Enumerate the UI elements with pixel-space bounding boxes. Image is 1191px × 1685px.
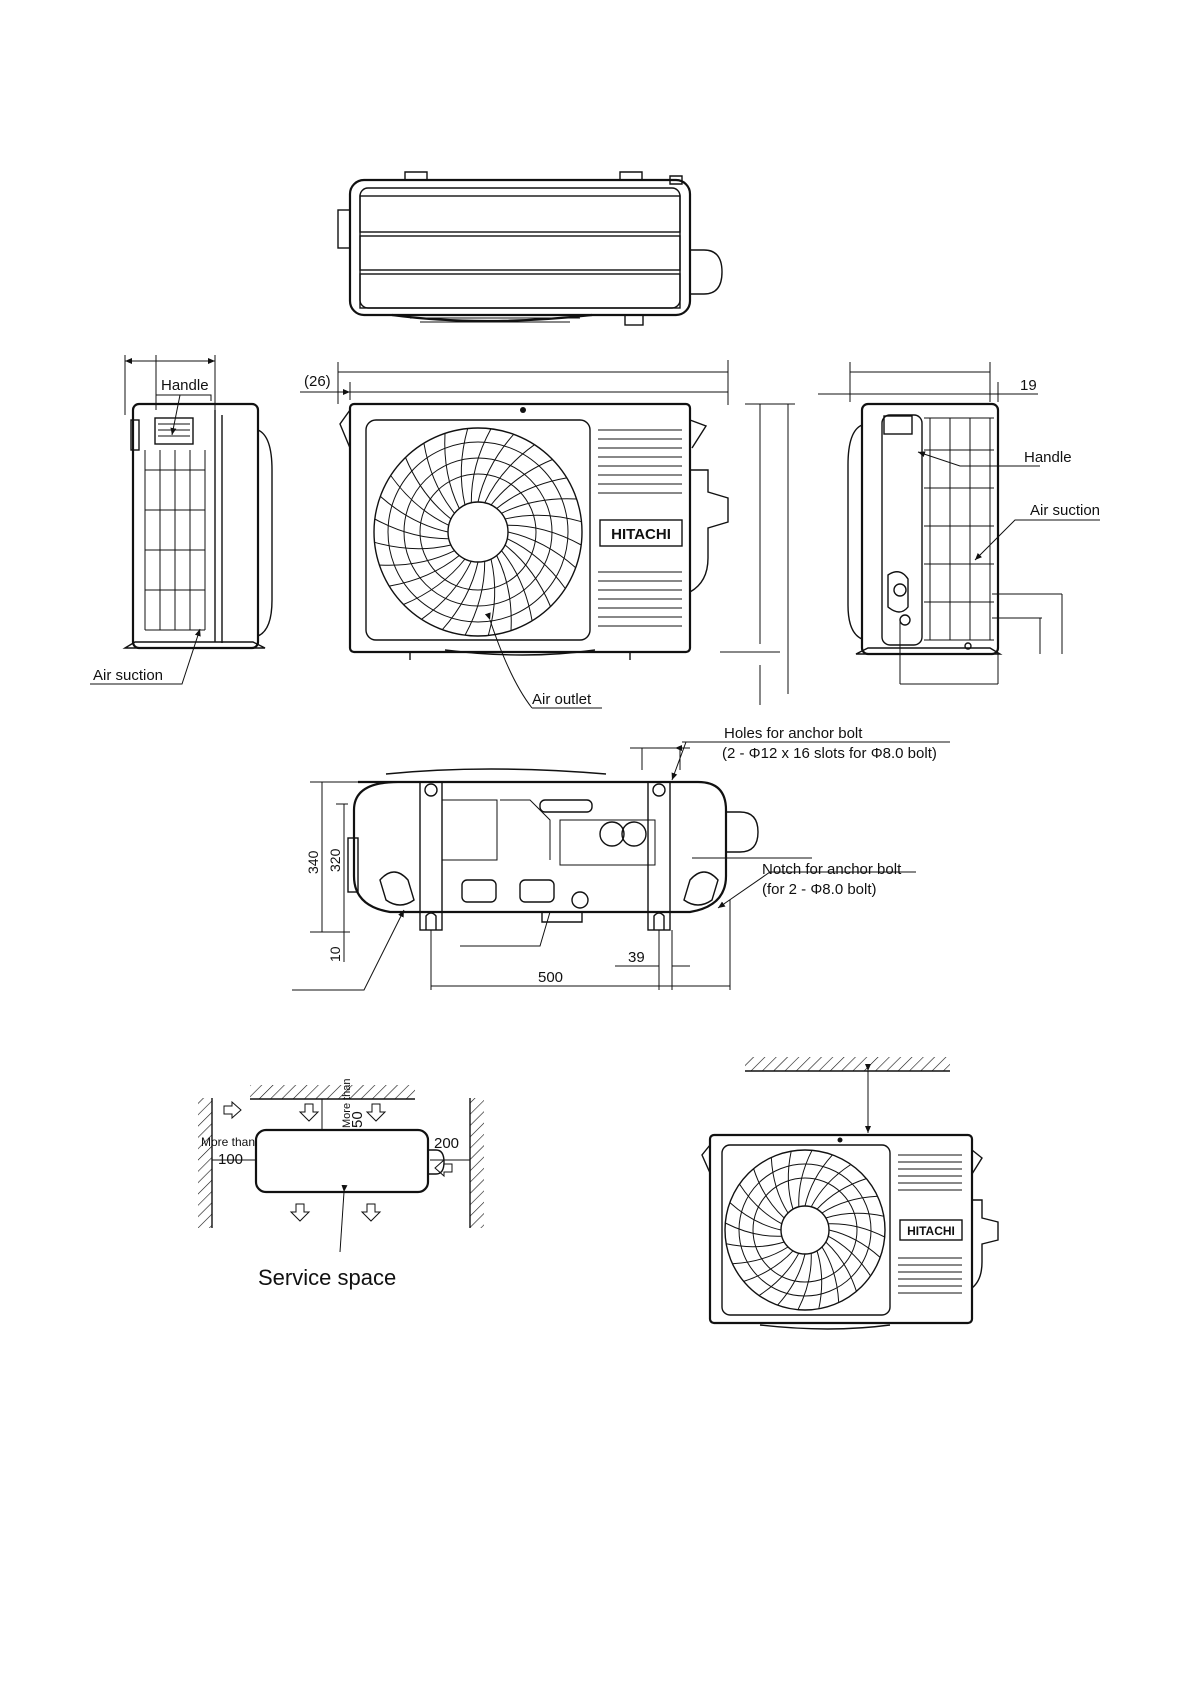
dim-26-label: (26): [304, 373, 331, 390]
dim-10-label: 10: [327, 946, 343, 962]
dim-340-label: 340: [305, 850, 321, 874]
more-than-label-left: More than: [201, 1135, 255, 1149]
dim-320-label: 320: [327, 848, 343, 872]
front-louver-upper: [598, 430, 682, 493]
dim-19-label: 19: [1020, 377, 1037, 394]
brand-logo: HITACHI: [611, 526, 671, 543]
dim-39-label: 39: [628, 949, 645, 966]
left-side-view: [90, 355, 272, 684]
front-view: HITACHI: [300, 360, 795, 708]
airflow-arrows: [224, 1102, 452, 1221]
top-view: [338, 172, 722, 325]
air-outlet-label: Air outlet: [532, 691, 592, 708]
dim-200-label: 200: [434, 1135, 459, 1152]
dim-50-label: 50: [349, 1111, 366, 1128]
dim-100-label: 100: [218, 1151, 243, 1168]
front-louver-lower: [598, 572, 682, 626]
air-suction-label-left: Air suction: [93, 667, 163, 684]
dim-500-label: 500: [538, 969, 563, 986]
anchor-rail-right: [648, 782, 670, 930]
air-suction-label-right: Air suction: [1030, 502, 1100, 519]
brand-logo-small: HITACHI: [907, 1224, 955, 1238]
notch-anchor-bolt-spec: (for 2 - Φ8.0 bolt): [762, 881, 877, 898]
handle-label-left: Handle: [161, 377, 209, 394]
right-side-view: [818, 362, 1100, 684]
anchor-rail-left: [420, 782, 442, 930]
labels: Handle Air suction (26) Air outlet 19 Ha…: [93, 373, 1100, 1290]
right-handle-grip: [884, 416, 912, 434]
fan-guard: [374, 428, 582, 636]
left-handle-grip: [155, 418, 193, 444]
holes-anchor-bolt-spec: (2 - Φ12 x 16 slots for Φ8.0 bolt): [722, 745, 937, 762]
holes-anchor-bolt-label: Holes for anchor bolt: [724, 725, 863, 742]
installation-view: HITACHI: [702, 1057, 998, 1329]
handle-label-right: Handle: [1024, 449, 1072, 466]
service-space-label: Service space: [258, 1265, 396, 1290]
notch-anchor-bolt-label: Notch for anchor bolt: [762, 861, 902, 878]
